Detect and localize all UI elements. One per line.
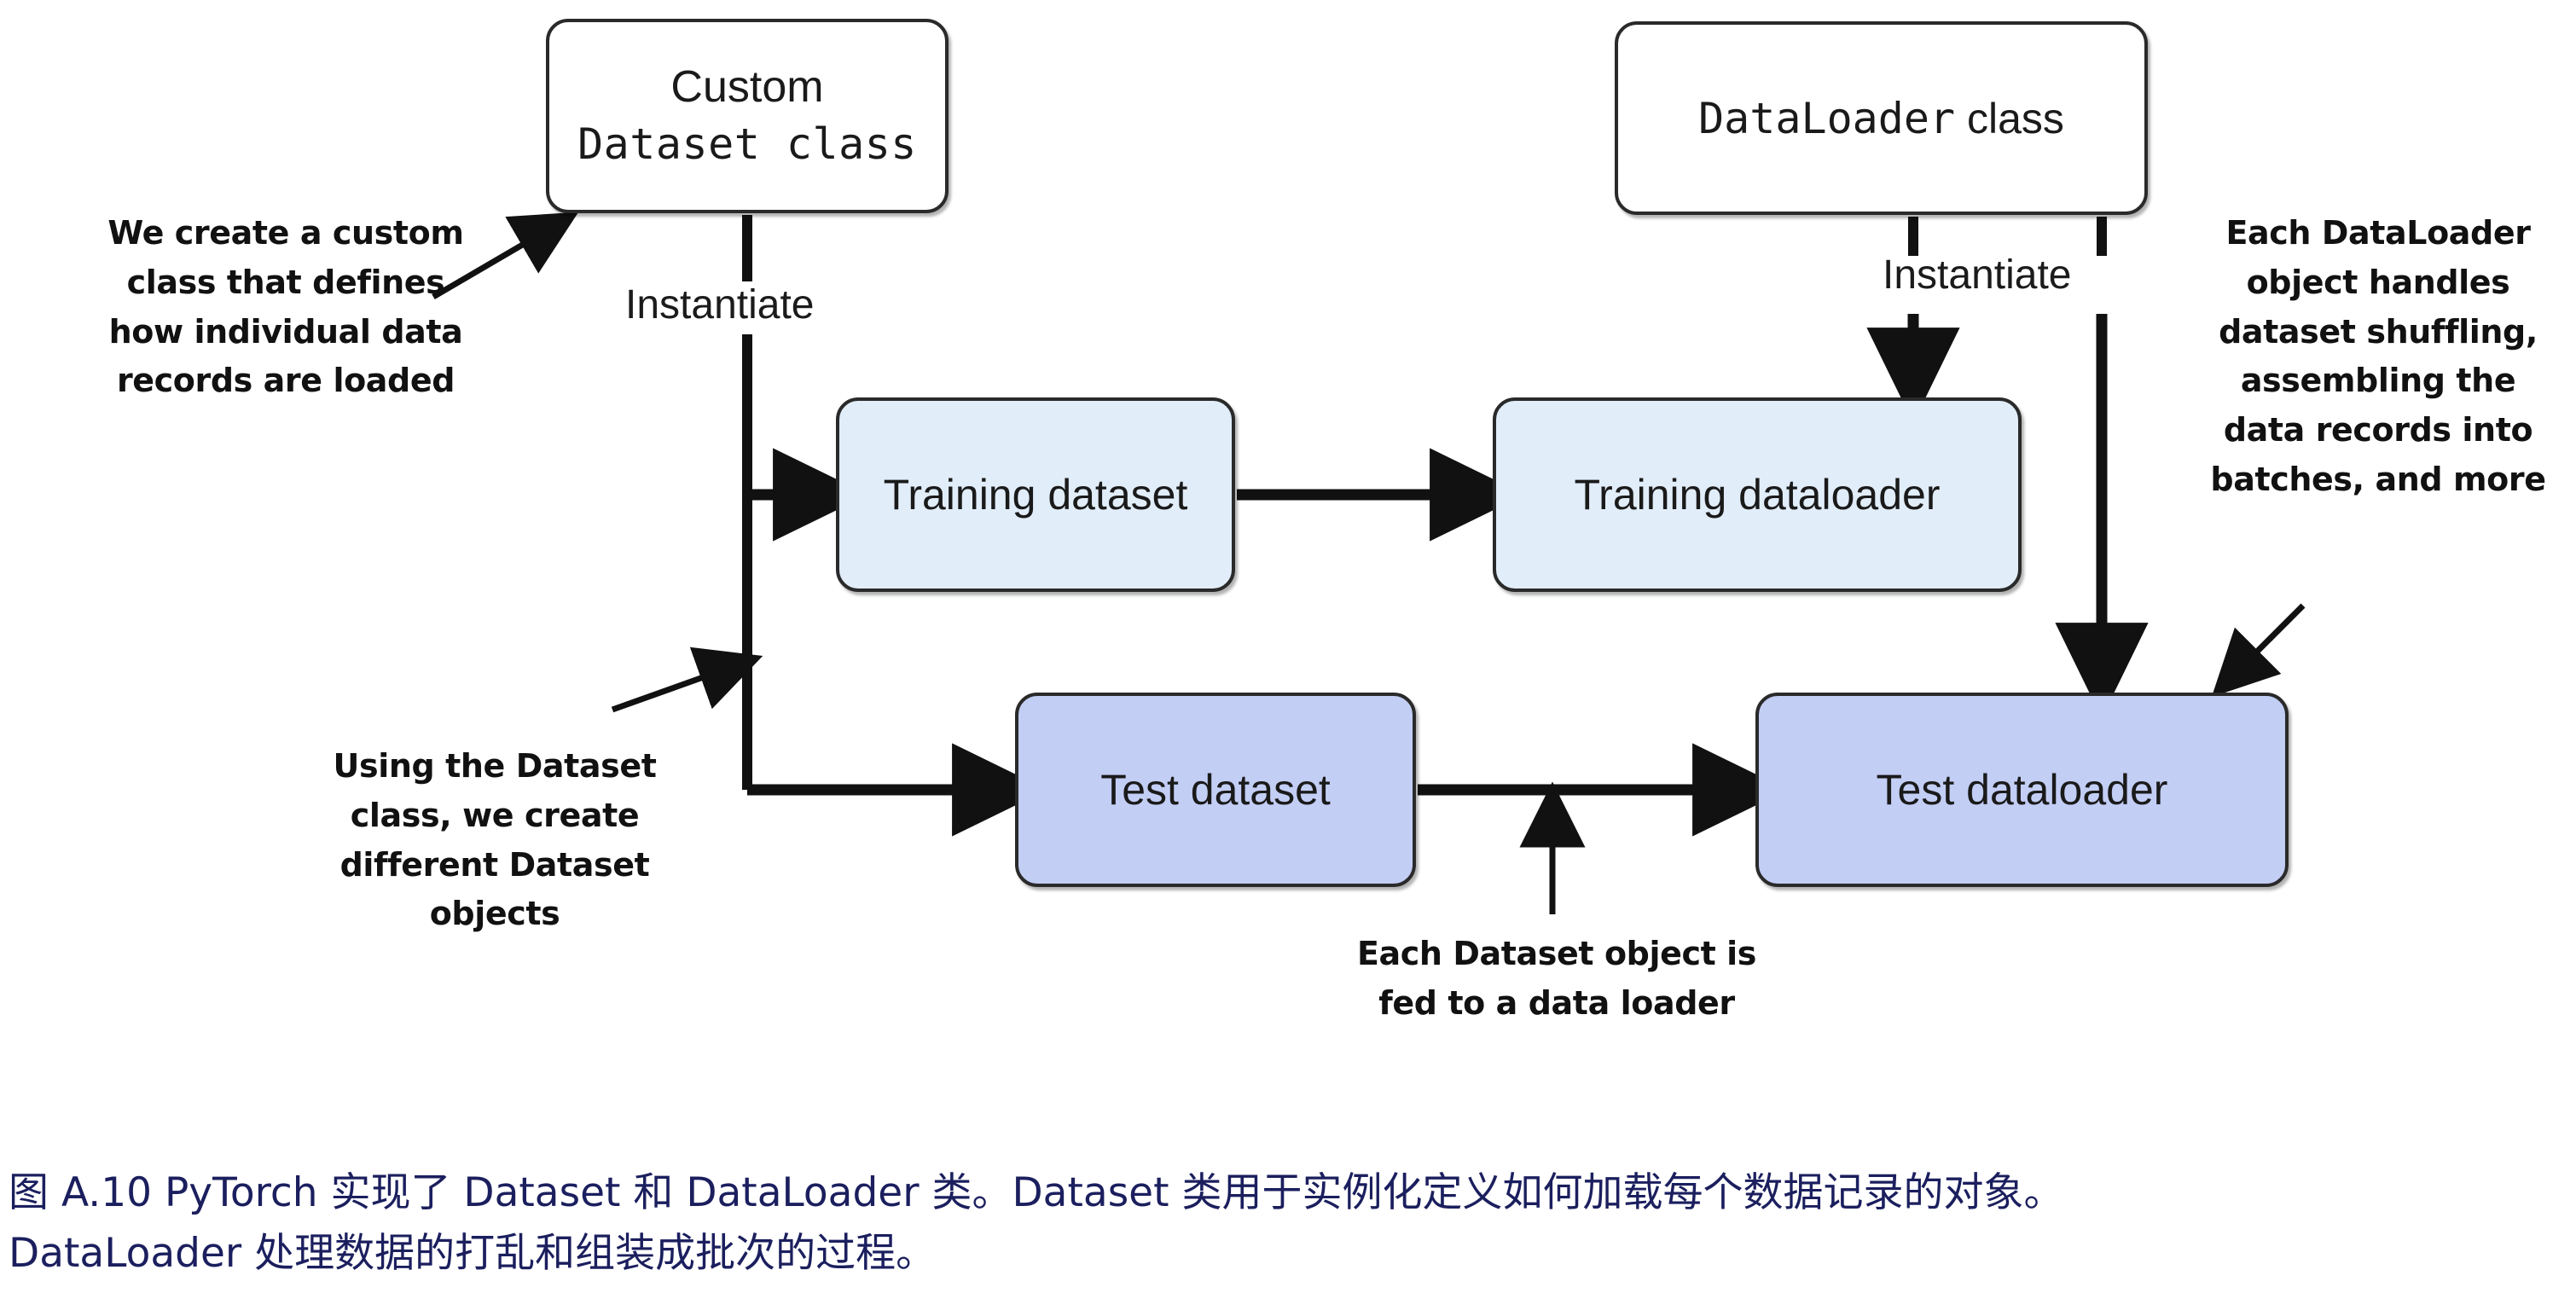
node-training-dataset-label: Training dataset [883, 471, 1188, 519]
node-dataloader-class-suffix: class [1967, 94, 2064, 142]
figure-caption-line2: DataLoader 处理数据的打乱和组装成批次的过程。 [9, 1230, 937, 1278]
edge-label-instantiate-left: Instantiate [625, 282, 815, 328]
node-test-dataset[interactable]: Test dataset [1015, 693, 1416, 887]
figure-caption-line1: 图 A.10 PyTorch 实现了 Dataset 和 DataLoader … [9, 1169, 2064, 1216]
figure-caption: 图 A.10 PyTorch 实现了 Dataset 和 DataLoader … [9, 1163, 2533, 1284]
leader-each-dataloader-to-test-dataloader [2211, 603, 2306, 698]
edge-label-instantiate-right: Instantiate [1883, 252, 2072, 298]
leader-using-dataset-to-trunk [611, 646, 763, 713]
node-test-dataloader-label: Test dataloader [1876, 766, 2168, 814]
node-training-dataloader[interactable]: Training dataloader [1493, 397, 2022, 592]
node-dataloader-class-text: DataLoader class [1698, 91, 2064, 146]
node-custom-dataset-class-line1: Custom [670, 62, 824, 113]
annotation-using-the-dataset-class: Using the Dataset class, we create diffe… [333, 747, 657, 933]
annotation-we-create-custom-class: We create a custom class that defines ho… [107, 214, 464, 400]
node-dataloader-class-name: DataLoader [1698, 93, 1956, 143]
node-dataloader-class[interactable]: DataLoader class [1615, 21, 2148, 215]
annotation-each-dataloader-object: Each DataLoader object handles dataset s… [2210, 214, 2546, 498]
node-training-dataset[interactable]: Training dataset [836, 397, 1235, 592]
node-test-dataset-label: Test dataset [1100, 766, 1331, 814]
node-training-dataloader-label: Training dataloader [1574, 471, 1941, 519]
node-custom-dataset-class-text: Custom Dataset class [577, 59, 917, 172]
annotation-each-dataset-object: Each Dataset object is fed to a data loa… [1356, 935, 1757, 1022]
node-custom-dataset-class[interactable]: Custom Dataset class [546, 19, 949, 213]
node-test-dataloader[interactable]: Test dataloader [1755, 693, 2289, 887]
node-custom-dataset-class-line2: Dataset class [577, 119, 917, 169]
